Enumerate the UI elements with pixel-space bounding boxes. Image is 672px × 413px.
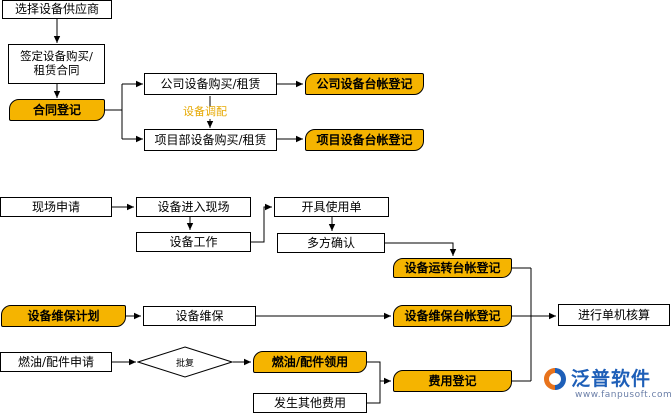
node-maintenance: 设备维保	[143, 306, 256, 326]
node-contract-register: 合同登记	[9, 99, 105, 121]
node-site-apply: 现场申请	[0, 197, 112, 217]
node-enter-site: 设备进入现场	[136, 197, 251, 217]
node-equipment-work: 设备工作	[136, 232, 251, 252]
logo-url-text: www.fanpusoft.com	[575, 390, 672, 400]
node-project-purchase: 项目部设备购买/租赁	[144, 129, 277, 151]
node-company-ledger: 公司设备台帐登记	[305, 73, 424, 95]
node-fuel-apply: 燃油/配件申请	[0, 352, 112, 372]
node-maint-plan: 设备维保计划	[1, 305, 126, 327]
node-select-supplier: 选择设备供应商	[2, 0, 112, 19]
node-approve-diamond	[137, 346, 233, 378]
node-other-cost: 发生其他费用	[253, 393, 367, 413]
node-maint-ledger: 设备维保台帐登记	[393, 305, 512, 327]
arrow-confirm-to-operation-ledger	[385, 242, 457, 256]
label-allocation: 设备调配	[183, 105, 227, 118]
fanpusoft-logo: 泛普软件 www.fanpusoft.com	[541, 362, 672, 408]
node-cost-register: 费用登记	[393, 370, 512, 392]
node-fuel-use: 燃油/配件领用	[253, 351, 367, 373]
node-operation-ledger: 设备运转台帐登记	[393, 258, 512, 278]
node-unit-check: 进行单机核算	[558, 304, 670, 326]
node-sign-contract: 签定设备购买/ 租赁合同	[8, 44, 105, 84]
arrow-fuel-use-to-cost	[367, 361, 391, 385]
node-company-purchase: 公司设备购买/租赁	[144, 73, 277, 95]
node-multi-confirm: 多方确认	[277, 233, 385, 253]
fanpu-logo-icon	[544, 368, 566, 390]
arrow-work-to-usage	[251, 203, 272, 243]
label-approve: 批复	[175, 359, 194, 369]
node-issue-usage: 开具使用单	[274, 197, 389, 217]
node-project-ledger: 项目设备台帐登记	[305, 129, 424, 151]
line-other-cost-to-cost	[367, 381, 381, 404]
logo-brand-text: 泛普软件	[571, 368, 652, 390]
